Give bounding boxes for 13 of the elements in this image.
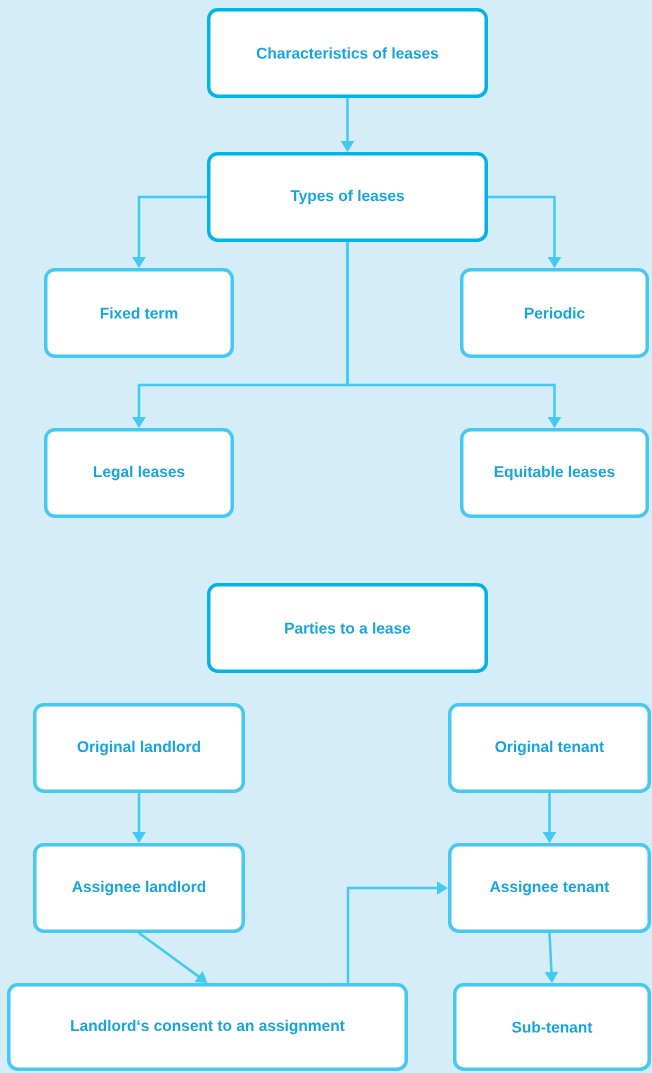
process-box: Landlord‘s consent to an assignment bbox=[7, 983, 408, 1071]
process-box: Assignee tenant bbox=[448, 843, 651, 933]
process-box: Sub-tenant bbox=[453, 983, 651, 1071]
process-box: Fixed term bbox=[44, 268, 234, 358]
process-box: Equitable leases bbox=[460, 428, 649, 518]
process-box: Types of leases bbox=[207, 152, 488, 242]
process-box: Parties to a lease bbox=[207, 583, 488, 673]
process-box: Original landlord bbox=[33, 703, 245, 793]
process-box: Original tenant bbox=[448, 703, 651, 793]
process-box: Periodic bbox=[460, 268, 649, 358]
process-box: Legal leases bbox=[44, 428, 234, 518]
process-box: Assignee landlord bbox=[33, 843, 245, 933]
process-box: Characteristics of leases bbox=[207, 8, 488, 98]
